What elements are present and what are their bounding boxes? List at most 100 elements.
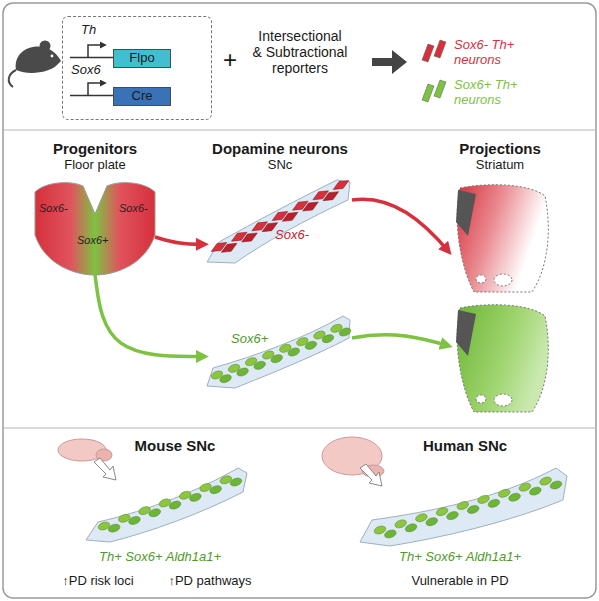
neuron-cell bbox=[466, 504, 480, 515]
mouse-eye bbox=[51, 55, 54, 58]
dna-line bbox=[70, 95, 113, 97]
panel-divider bbox=[4, 427, 595, 428]
neuron-swatch bbox=[418, 36, 450, 66]
legend-text: Sox6+ Th+ neurons bbox=[454, 78, 534, 108]
ventricle bbox=[456, 190, 476, 236]
node-text: Sox6- bbox=[119, 202, 148, 215]
mouse-ear bbox=[40, 41, 51, 52]
snc-tissue bbox=[207, 316, 350, 388]
neuron-cell bbox=[549, 480, 563, 491]
commissure bbox=[476, 275, 486, 283]
neuron-cell bbox=[148, 507, 162, 518]
commissure bbox=[494, 274, 512, 286]
reporter-label: Intersectional & Subtractional reporters bbox=[252, 28, 348, 76]
neuron-icon bbox=[422, 84, 434, 102]
construct-box: ThSox6 FlpoCre bbox=[62, 16, 212, 120]
neuron-cell bbox=[304, 340, 318, 351]
snc-green-population: Sox6+ bbox=[205, 298, 350, 388]
neuron-cell bbox=[321, 333, 335, 344]
column-heading: Dopamine neurons bbox=[200, 140, 360, 157]
column-heading: Projections bbox=[440, 140, 560, 157]
neuron-cell bbox=[301, 199, 321, 215]
marker-label: Th+ Sox6+ Aldh1a1+ bbox=[360, 550, 560, 565]
neuron-cell bbox=[229, 477, 243, 488]
neuron-cell bbox=[338, 326, 352, 337]
striatum-red bbox=[456, 185, 548, 292]
dna-line bbox=[70, 57, 113, 59]
node-text: Sox6+ bbox=[77, 234, 109, 247]
ventricle bbox=[456, 310, 476, 356]
neuron-cell bbox=[219, 373, 233, 384]
cre-box: Cre bbox=[113, 87, 171, 106]
snc-tissue bbox=[207, 180, 350, 263]
projection-arrow bbox=[352, 199, 449, 252]
neuron-cell bbox=[508, 492, 522, 503]
node-text: Th bbox=[81, 23, 96, 38]
legend-text: Sox6- Th+ neurons bbox=[454, 38, 534, 68]
node-text: Sox6- bbox=[39, 202, 68, 215]
zoom-arrow bbox=[94, 458, 116, 480]
snc-red-population: Sox6- bbox=[205, 178, 350, 263]
floor-plate: Sox6- Sox6+ Sox6- bbox=[35, 180, 155, 275]
column-subheading: Floor plate bbox=[35, 158, 155, 173]
species-heading: Human SNc bbox=[400, 437, 530, 454]
neuron-cell bbox=[168, 500, 182, 511]
node-text: Sox6- bbox=[275, 228, 309, 243]
marker-label: Th+ Sox6+ Aldh1a1+ bbox=[60, 550, 260, 565]
neuron-icon bbox=[434, 80, 446, 98]
neuron-cell bbox=[240, 230, 260, 246]
commissure bbox=[494, 394, 512, 406]
neuron-cell bbox=[425, 516, 439, 527]
neuron-cell bbox=[270, 353, 284, 364]
node-shape bbox=[205, 178, 350, 263]
neuron-cell bbox=[107, 523, 121, 534]
node-text: Flpo bbox=[114, 50, 170, 67]
neuron-cell bbox=[219, 240, 239, 256]
mouse-icon bbox=[9, 41, 61, 88]
neuron-cell bbox=[280, 209, 300, 225]
mouse-snc-tissue bbox=[86, 468, 247, 542]
promoter-arrow bbox=[88, 83, 104, 96]
flpo-box: Flpo bbox=[113, 49, 171, 68]
plus-sign: + bbox=[218, 46, 242, 74]
zoom-arrow bbox=[360, 464, 382, 486]
mouse-body bbox=[16, 46, 61, 72]
neuron-icon bbox=[422, 44, 434, 62]
neuron-cell bbox=[209, 484, 223, 495]
neuron-cell bbox=[446, 510, 460, 521]
neuron-cell bbox=[189, 492, 203, 503]
neuron-cell bbox=[331, 177, 351, 193]
node-shape bbox=[205, 298, 350, 388]
panel-divider bbox=[4, 129, 595, 130]
neuron-cell bbox=[404, 522, 418, 533]
column-heading: Progenitors bbox=[35, 140, 155, 157]
neuron-icon bbox=[434, 40, 446, 58]
cell-group bbox=[97, 474, 563, 539]
mouse-tail bbox=[9, 70, 16, 87]
species-heading: Mouse SNc bbox=[110, 437, 240, 454]
human-snc-tissue bbox=[360, 468, 567, 546]
neuron-cell bbox=[321, 188, 341, 204]
floor-plate-shape bbox=[35, 183, 155, 275]
result-arrow bbox=[372, 50, 407, 74]
striatum-green bbox=[456, 305, 548, 412]
neuron-cell bbox=[253, 360, 267, 371]
neuron-cell bbox=[128, 515, 142, 526]
promoter-arrow bbox=[88, 45, 104, 58]
node-text: Sox6+ bbox=[231, 332, 268, 347]
finding-label: ↑PD risk loci bbox=[38, 574, 158, 589]
neuron-cell bbox=[236, 366, 250, 377]
column-subheading: Striatum bbox=[440, 158, 560, 173]
neuron-swatch bbox=[418, 76, 450, 106]
commissure bbox=[476, 395, 486, 403]
finding-label: Vulnerable in PD bbox=[360, 574, 560, 589]
projection-arrow bbox=[352, 335, 449, 346]
neuron-cell bbox=[487, 498, 501, 509]
neuron-cell bbox=[383, 529, 397, 540]
neuron-cell bbox=[287, 346, 301, 357]
figure-frame bbox=[3, 3, 596, 598]
lineage-arrow bbox=[155, 237, 205, 244]
node-text: Sox6 bbox=[71, 63, 101, 78]
